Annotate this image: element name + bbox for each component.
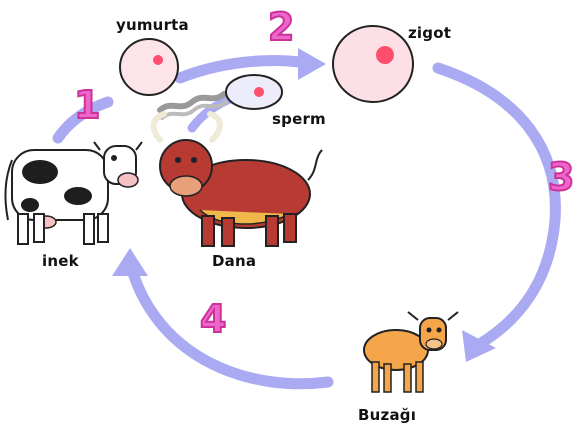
step-number-4: 4 [200,300,226,338]
arrow-step-4 [132,270,328,384]
label-inek: inek [42,252,79,270]
step-number-2: 2 [268,8,294,46]
step-number-1: 1 [74,86,100,124]
arrow-step-2 [180,61,300,78]
egg-cell-icon [120,39,178,95]
arrow-step-3 [438,68,555,345]
zygote-cell-icon [333,26,413,102]
label-yumurta: yumurta [116,16,189,34]
bull-icon [154,114,322,246]
label-zigot: zigot [408,24,451,42]
label-dana: Dana [212,252,256,270]
label-buzagi: Buzağı [358,406,416,424]
arrow-step-2-head [298,48,326,80]
step-number-3: 3 [548,158,574,196]
arrow-step-4-head [112,248,148,276]
calf-icon [364,312,458,392]
label-sperm: sperm [272,110,326,128]
cow-icon [5,142,142,244]
